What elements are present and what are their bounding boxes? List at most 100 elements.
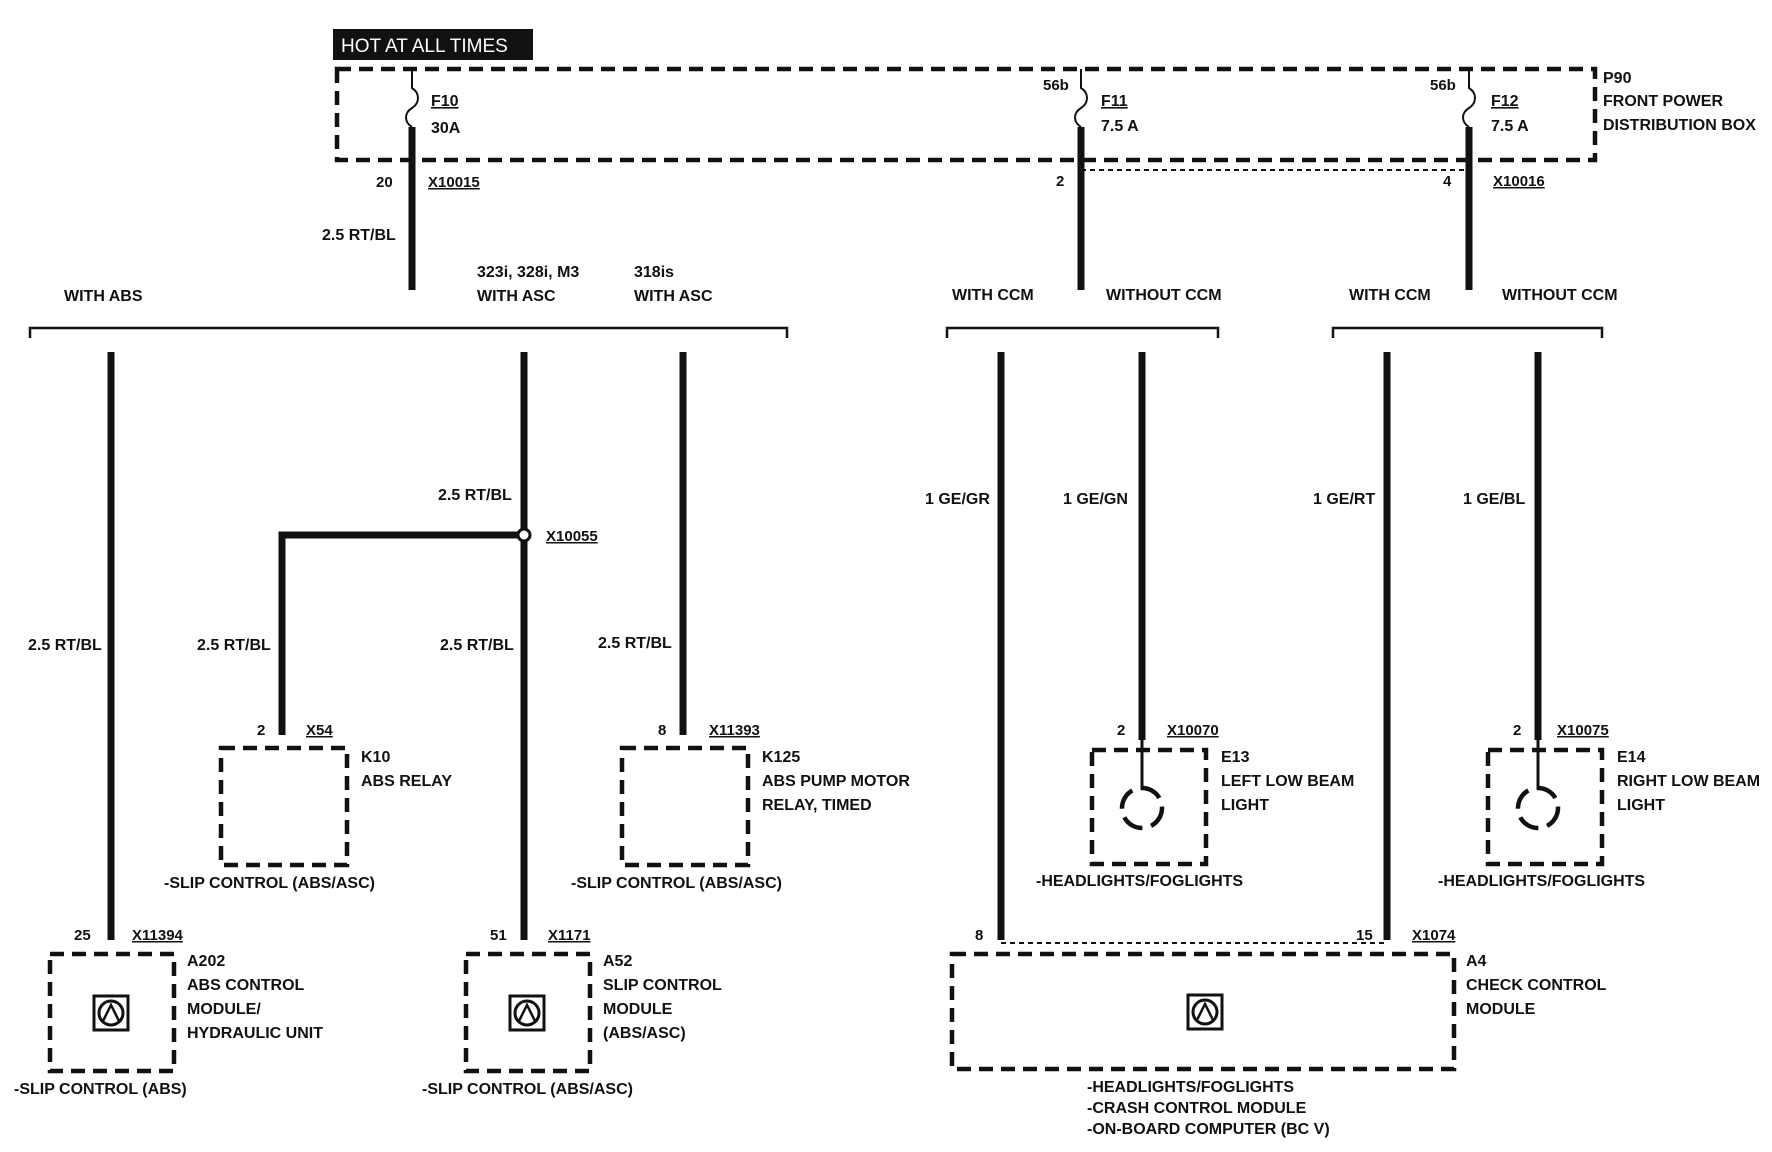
a4-box [949,951,1457,1072]
e13-ref: -HEADLIGHTS/FOGLIGHTS [1036,873,1243,890]
e14-box [1485,747,1605,867]
x54-id: X54 [306,722,333,739]
a4-ref-1: -HEADLIGHTS/FOGLIGHTS [1087,1079,1294,1096]
wire-k10-label: 2.5 RT/BL [197,637,271,654]
fuse-f11-symbol [1074,69,1088,128]
x10016-pin-a: 2 [1056,173,1064,190]
a52-box [463,951,593,1074]
a4-ref-2: -CRASH CONTROL MODULE [1087,1100,1307,1117]
a52-module-icon [508,994,546,1032]
x11394-id: X11394 [132,927,184,944]
fuse-f12-symbol [1462,69,1476,128]
x10075-id: X10075 [1557,722,1609,739]
fuse-f10-symbol [405,69,419,128]
option-f12-with-ccm: WITH CCM [1349,287,1431,304]
header-badge [333,29,533,60]
option-with-abs: WITH ABS [64,288,143,305]
a4-name-2: MODULE [1466,1001,1536,1018]
a52-ref: -SLIP CONTROL (ABS/ASC) [422,1081,633,1098]
x11393-pin: 8 [658,722,666,739]
wire-ge-gr-label: 1 GE/GR [925,491,990,508]
a202-name-2: MODULE/ [187,1001,261,1018]
a52-name-2: MODULE [603,1001,673,1018]
wire-asc-lower-label: 2.5 RT/BL [440,637,514,654]
a202-id: A202 [187,953,225,970]
a4-ref-3: -ON-BOARD COMPUTER (BC V) [1087,1121,1330,1138]
fuse-f10-id: F10 [431,93,459,110]
a4-id: A4 [1466,953,1487,970]
fuse-f11-pin: 56b [1043,77,1069,94]
brace-f12 [1331,326,1604,338]
wire-ge-gn-label: 1 GE/GN [1063,491,1128,508]
k125-box [619,745,751,868]
e14-bulb-icon [1515,740,1561,831]
wire-main-label: 2.5 RT/BL [322,227,396,244]
x54-pin: 2 [257,722,265,739]
option-asc-318-1: 318is [634,264,674,281]
e14-name-2: LIGHT [1617,797,1665,814]
a4-module-icon [1186,993,1224,1031]
fuse-f11-id: F11 [1101,93,1128,110]
a202-box [47,951,177,1074]
a202-ref: -SLIP CONTROL (ABS) [14,1081,187,1098]
brace-f10 [28,326,789,338]
brace-f11 [945,326,1220,338]
option-asc-318-2: WITH ASC [634,288,713,305]
wire-ge-bl-label: 1 GE/BL [1463,491,1525,508]
x1171-id: X1171 [548,927,591,944]
x11393-id: X11393 [709,722,760,739]
fuse-f11-rating: 7.5 A [1101,118,1139,135]
e13-id: E13 [1221,749,1250,766]
a52-name-3: (ABS/ASC) [603,1025,686,1042]
header-title: HOT AT ALL TIMES [341,36,508,57]
fuse-box-name-2: DISTRIBUTION BOX [1603,117,1756,134]
x10016-id: X10016 [1493,173,1545,190]
e13-name-1: LEFT LOW BEAM [1221,773,1354,790]
a52-id: A52 [603,953,632,970]
fuse-box-name-1: FRONT POWER [1603,93,1723,110]
k10-box [218,745,350,868]
fuse-f10-rating: 30A [431,120,461,137]
x10070-id: X10070 [1167,722,1219,739]
x10070-pin: 2 [1117,722,1125,739]
e13-bulb-icon [1119,740,1165,831]
x1074-pin-a: 8 [975,927,983,944]
k10-ref: -SLIP CONTROL (ABS/ASC) [164,875,375,892]
x10055-splice [516,527,532,543]
x1171-pin: 51 [490,927,507,944]
k10-id: K10 [361,749,390,766]
k125-ref: -SLIP CONTROL (ABS/ASC) [571,875,782,892]
x1074-id: X1074 [1412,927,1456,944]
x10055-id: X10055 [546,528,598,545]
option-f11-with-ccm: WITH CCM [952,287,1034,304]
x1074-pin-b: 15 [1356,927,1373,944]
k125-id: K125 [762,749,800,766]
a202-name-1: ABS CONTROL [187,977,305,994]
fuse-box-id: P90 [1603,70,1632,87]
k10-name: ABS RELAY [361,773,452,790]
fuse-box-outline [334,66,1598,163]
wire-k125-label: 2.5 RT/BL [598,635,672,652]
wire-ge-rt-label: 1 GE/RT [1313,491,1375,508]
x10015-id: X10015 [428,174,480,191]
k125-name-2: RELAY, TIMED [762,797,872,814]
e14-id: E14 [1617,749,1646,766]
x10075-pin: 2 [1513,722,1521,739]
option-f12-without-ccm: WITHOUT CCM [1502,287,1618,304]
a202-name-3: HYDRAULIC UNIT [187,1025,323,1042]
fuse-f12-id: F12 [1491,93,1519,110]
e13-name-2: LIGHT [1221,797,1269,814]
e13-box [1089,747,1209,867]
option-f11-without-ccm: WITHOUT CCM [1106,287,1222,304]
a4-name-1: CHECK CONTROL [1466,977,1607,994]
x10015-pin: 20 [376,174,393,191]
x11394-pin: 25 [74,927,91,944]
k125-name-1: ABS PUMP MOTOR [762,773,910,790]
a202-module-icon [92,994,130,1032]
wire-asc-upper-label: 2.5 RT/BL [438,487,512,504]
x10016-pin-b: 4 [1443,173,1452,190]
e14-name-1: RIGHT LOW BEAM [1617,773,1760,790]
wire-abs-label: 2.5 RT/BL [28,637,102,654]
option-asc-models-2: WITH ASC [477,288,556,305]
